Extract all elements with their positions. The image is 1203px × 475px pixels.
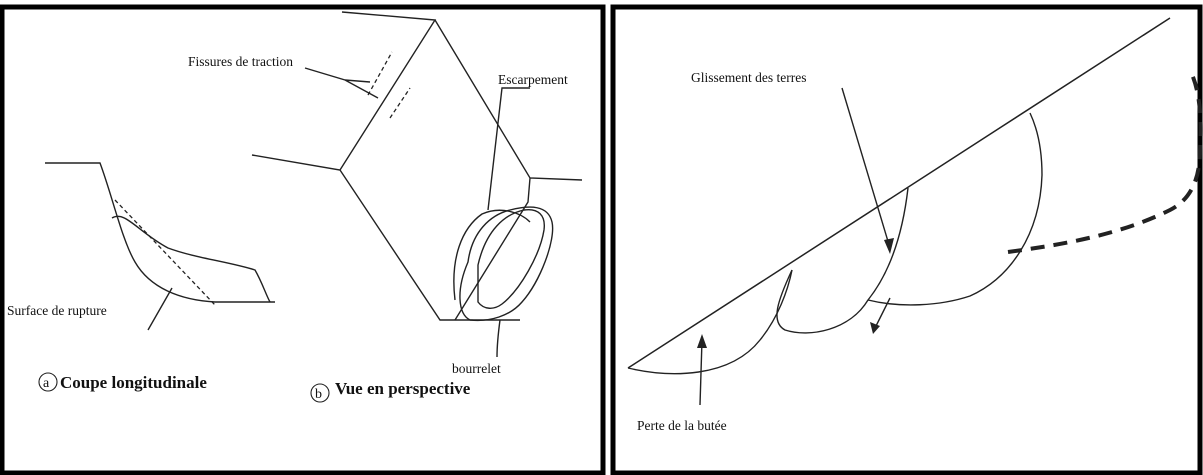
loss-of-abutment-leader <box>699 339 703 406</box>
slope-line <box>627 17 1171 369</box>
panel-successive-slides: Glissement des terres Perte de la butée <box>610 0 1203 475</box>
rupture-surface-leader <box>147 287 173 331</box>
label-scarp: Escarpement <box>498 72 568 87</box>
movement-arrow <box>874 297 891 329</box>
slide-body-outer <box>459 206 554 322</box>
potential-slip-arc <box>1007 69 1203 254</box>
slip-arc-3 <box>867 112 1043 306</box>
block-right-face <box>434 19 583 321</box>
tension-crack-1 <box>367 51 393 96</box>
tension-crack-2 <box>389 87 411 119</box>
scarp-leader <box>487 87 530 211</box>
land-slide-arrowhead <box>884 238 894 254</box>
label-bulge: bourrelet <box>452 361 501 376</box>
panel-frame <box>0 4 606 475</box>
caption-b-circle <box>310 383 330 403</box>
caption-b-letter: b <box>315 387 322 402</box>
caption-a-circle <box>38 372 58 392</box>
loss-of-abutment-arrowhead <box>697 334 707 348</box>
panel-landslide-types: Fissures de traction Escarpement Surface… <box>0 4 606 475</box>
label-land-slide: Glissement des terres <box>691 70 806 85</box>
slide-body-inner <box>477 208 545 309</box>
caption-a-text: Coupe longitudinale <box>60 373 207 392</box>
movement-arrowhead <box>870 322 880 334</box>
ground-profile <box>45 162 275 303</box>
landslide-diagram-left: Fissures de traction Escarpement Surface… <box>0 4 606 475</box>
land-slide-leader <box>841 87 891 249</box>
caption-a-letter: a <box>43 376 50 391</box>
slumped-mass <box>111 215 271 303</box>
rupture-surface-line <box>114 199 216 306</box>
label-loss-of-abutment: Perte de la butée <box>637 418 727 433</box>
tension-cracks-leader <box>304 67 379 99</box>
slip-arc-2 <box>776 187 909 334</box>
label-rupture-surface: Surface de rupture <box>7 303 107 318</box>
landslide-diagram-right: Glissement des terres Perte de la butée <box>610 4 1203 475</box>
label-tension-cracks: Fissures de traction <box>188 54 293 69</box>
bulge-leader <box>496 319 501 358</box>
caption-b-text: Vue en perspective <box>335 379 471 398</box>
slip-arc-1 <box>627 269 793 375</box>
slide-scarp-curve <box>453 209 531 301</box>
panel-frame <box>610 4 1203 475</box>
